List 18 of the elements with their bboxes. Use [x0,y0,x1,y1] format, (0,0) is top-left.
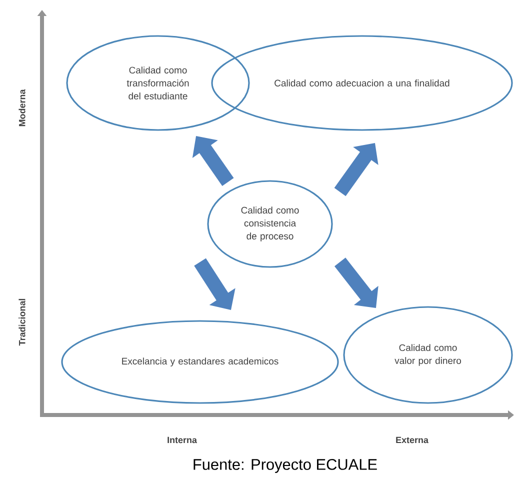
ellipse [66,35,250,131]
ellipse [207,180,333,268]
ellipse [211,35,513,131]
node-text: Calidad como valor por dinero [394,344,461,366]
node-text: Calidad como consistencia de proceso [241,206,299,242]
block-arrow [192,136,234,186]
node-text: Calidad como adecuacion a una finalidad [274,80,450,86]
block-arrow [194,258,236,310]
axis-label: Interna [168,436,198,444]
block-arrow [334,258,378,308]
ellipse [61,320,339,404]
axis-label: Externa [396,436,428,444]
axis-label: Tradicional [18,298,26,346]
node-text: Calidad como transformación del estudiante [126,66,189,100]
ellipse [343,306,513,404]
axis-label: Moderna [18,89,26,126]
node-text: Excelancia y estandares academicos [122,358,278,366]
caption: Fuente: Proyecto ECUALE [194,459,377,473]
